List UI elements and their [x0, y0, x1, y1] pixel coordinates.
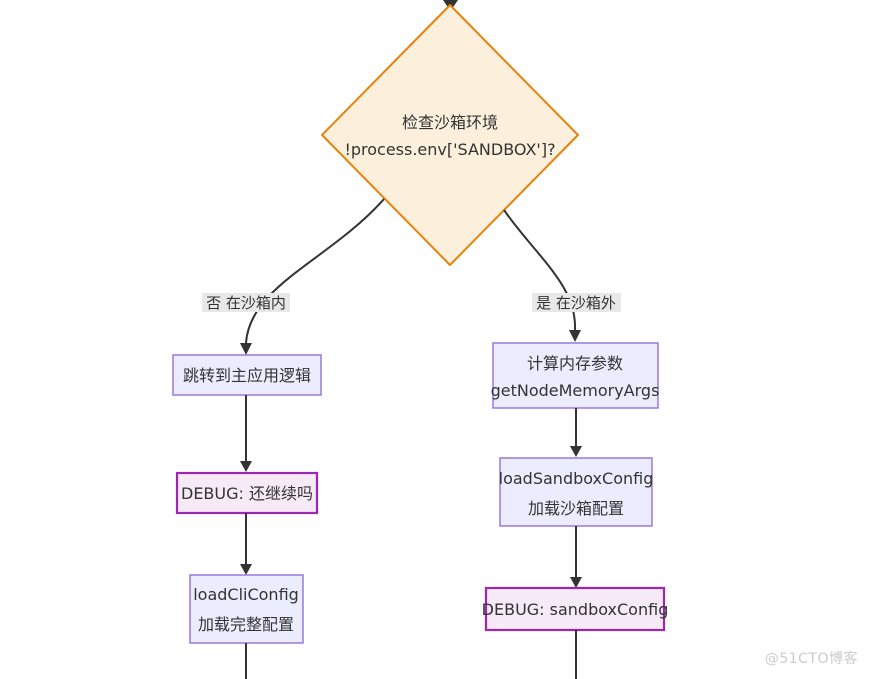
node-load-cli-config-line2: 加载完整配置: [198, 615, 294, 634]
node-debug-continue-text: DEBUG: 还继续吗: [181, 484, 313, 503]
decision-text-line2: !process.env['SANDBOX']?: [344, 140, 555, 159]
edge-yes-arrowhead: [569, 330, 581, 342]
connector-right-1-arrowhead: [570, 446, 582, 457]
node-load-sandbox-config-line2: 加载沙箱配置: [528, 499, 624, 518]
connector-left-2-arrowhead: [240, 564, 252, 575]
connector-right-2-arrowhead: [570, 577, 582, 588]
edge-no-label-bg: [202, 293, 290, 312]
decision-diamond: [321, 4, 579, 266]
connector-left-1-arrowhead: [240, 461, 252, 472]
node-jump-main: [172, 354, 322, 396]
node-debug-sandbox-config-text: DEBUG: sandboxConfig: [482, 600, 669, 619]
node-load-sandbox-config: [499, 457, 653, 527]
edge-no-path: [245, 198, 385, 344]
node-calc-memory-line2: getNodeMemoryArgs: [491, 381, 660, 400]
edge-yes-label-bg: [532, 293, 621, 312]
watermark-51cto: @51CTO博客: [764, 651, 858, 667]
decision-text-line1: 检查沙箱环境: [402, 113, 498, 132]
edge-no-arrowhead: [240, 343, 252, 355]
node-debug-continue: [175, 471, 319, 515]
node-jump-main-text: 跳转到主应用逻辑: [183, 366, 311, 385]
edge-yes-label: 是 在沙箱外: [536, 294, 616, 312]
node-debug-sandbox-config: [484, 586, 666, 632]
edge-yes-path: [503, 209, 577, 331]
node-load-sandbox-config-line1: loadSandboxConfig: [499, 469, 654, 488]
node-load-cli-config-line1: loadCliConfig: [193, 585, 299, 604]
edge-no-label: 否 在沙箱内: [206, 294, 286, 312]
node-calc-memory-line1: 计算内存参数: [527, 354, 623, 373]
